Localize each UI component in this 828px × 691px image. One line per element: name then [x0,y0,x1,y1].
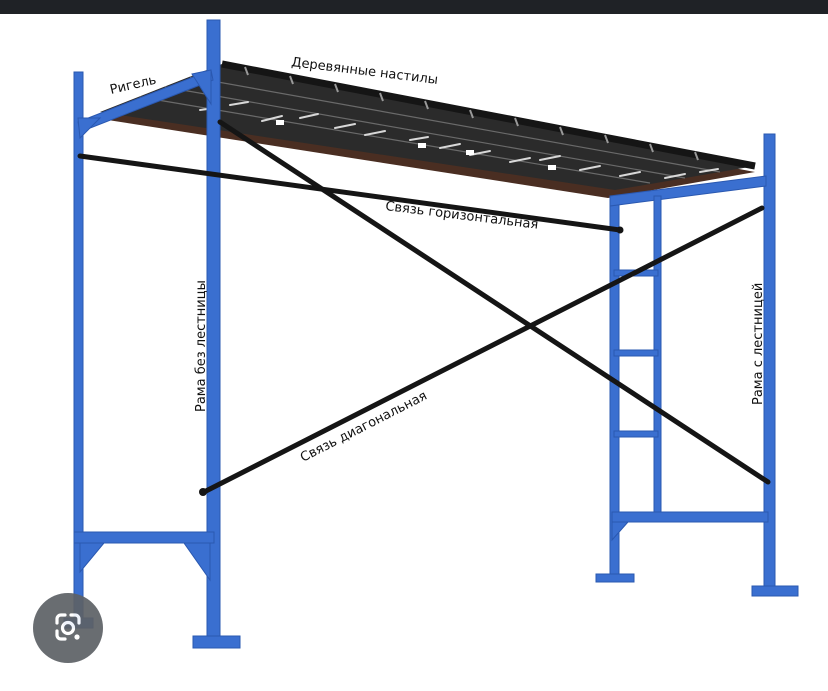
deck-seams [139,76,721,184]
google-lens-icon [55,613,81,641]
deck-edge-ticks [244,66,699,161]
label-frame-with-ladder: Рама с лестницей [751,283,766,405]
rigel-gusset-front [191,69,212,106]
right-bottom-gusset [611,521,630,542]
right-front-post-foot [751,585,799,597]
wooden-deck [95,60,756,198]
left-bottom-gusset-front [183,542,211,582]
horizontal-brace [77,153,623,233]
label-diagonal-brace: Связь диагональная [298,389,430,466]
deck-highlights [199,101,719,179]
right-top-bar [609,175,767,207]
ladder-rung-2 [613,349,659,357]
braces [77,119,771,496]
left-front-post-foot [192,635,241,649]
label-frame-without-ladder: Рама без лестницы [194,280,209,412]
deck-top-surface [100,64,755,190]
diagonal-brace-1 [217,119,771,485]
diagonal-brace-2 [201,205,765,495]
left-bottom-bar [73,531,215,544]
rigel-gusset-back [77,117,102,140]
label-horizontal-brace: Связь горизонтальная [385,199,540,233]
brace-end-dot [199,488,207,496]
left-bottom-gusset-back [79,542,106,574]
deck-front-edge [221,60,756,170]
ladder-rung-3 [613,430,659,438]
right-back-post-foot [595,573,635,583]
deck-clips [276,120,556,170]
brace-end-dot [616,226,624,234]
lens-search-button[interactable] [33,593,103,663]
frame-with-ladder [595,133,799,597]
right-bottom-bar [611,511,769,523]
top-bar [0,0,828,14]
